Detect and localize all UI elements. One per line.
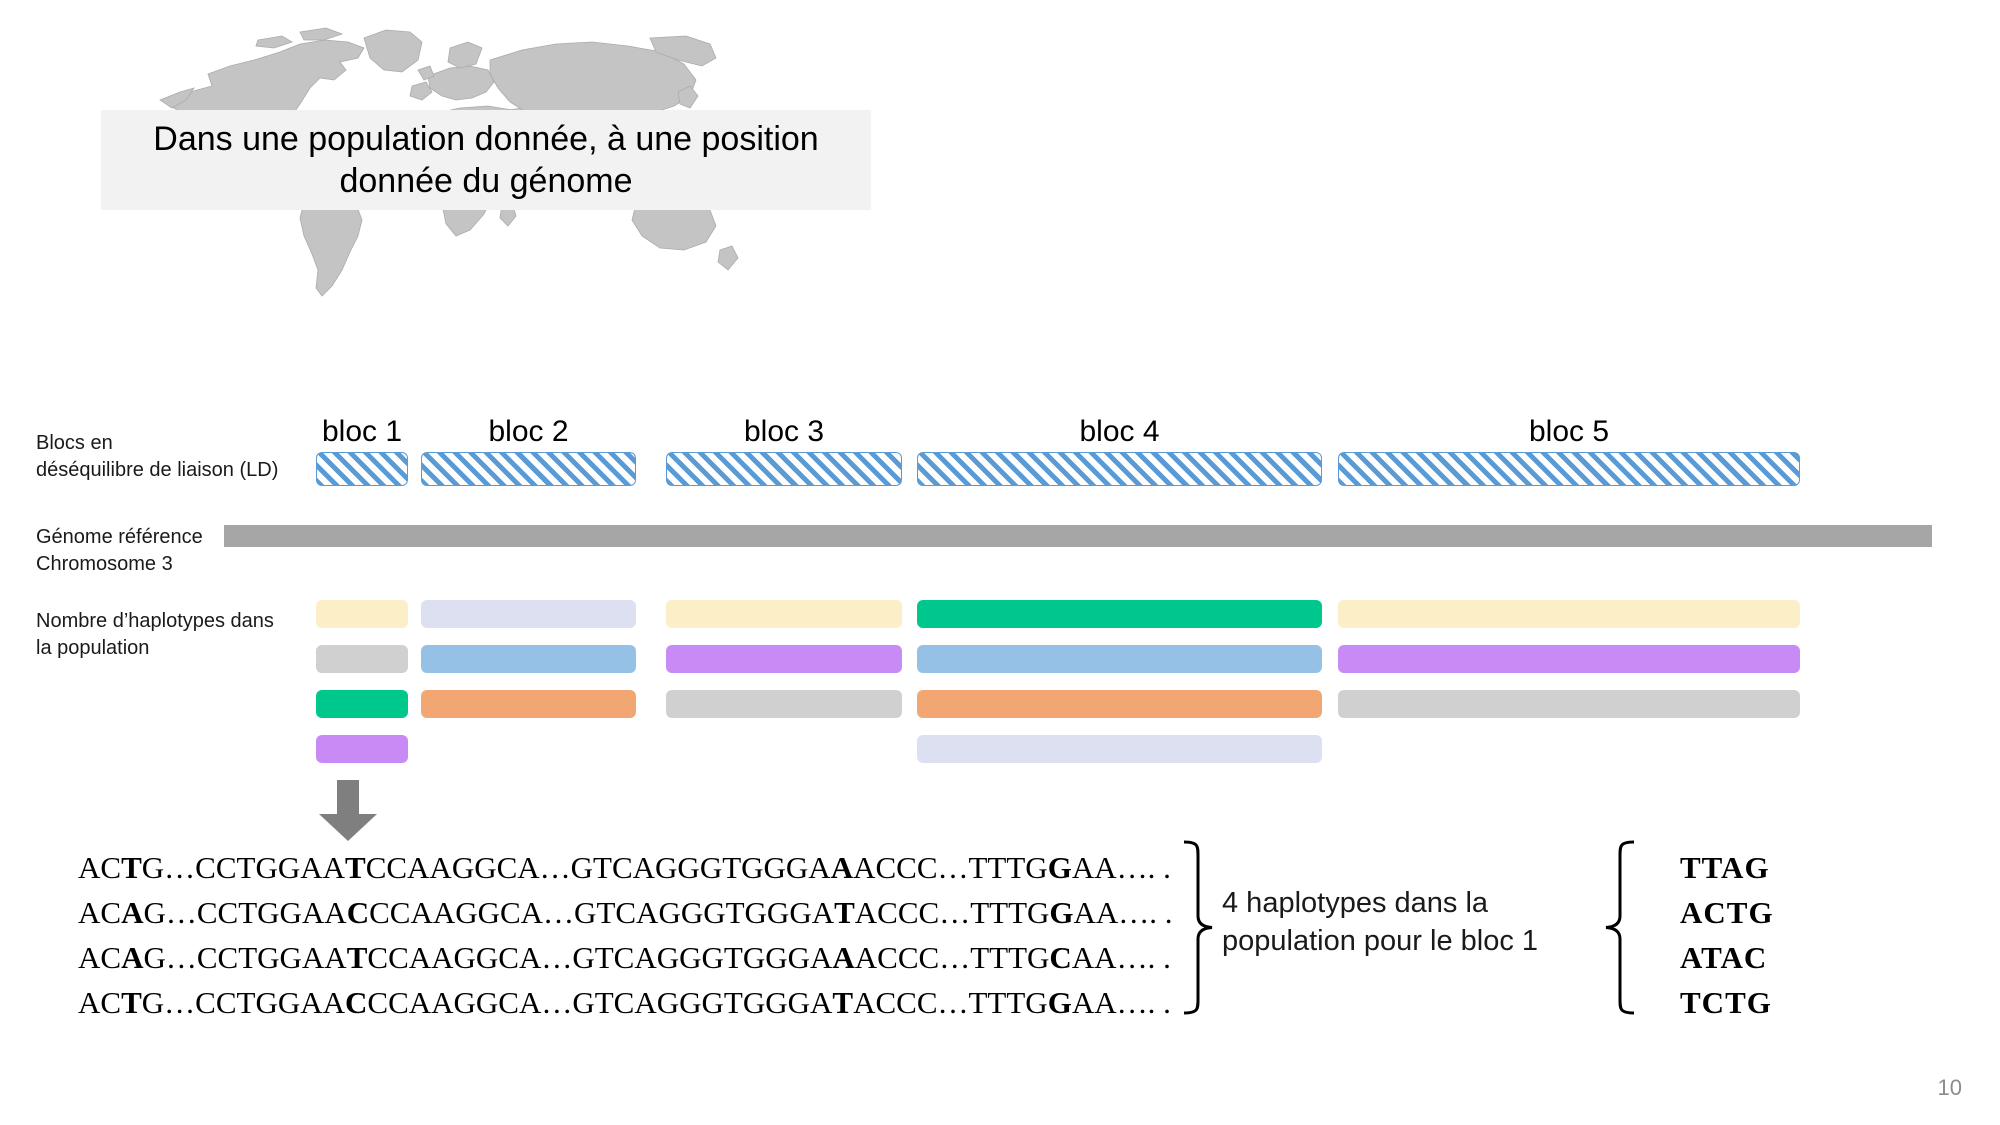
haplotype-bar-b4-r1 — [917, 600, 1322, 628]
sequence-text: CCAAGGCA…GTCAGGGTGGGA — [369, 895, 835, 930]
label-reference-genome: Génome référence Chromosome 3 — [36, 526, 203, 575]
haplotype-code-3: ATAC — [1680, 940, 1768, 975]
down-arrow-icon — [318, 780, 378, 842]
sequence-text: G…CCTGGAA — [143, 940, 347, 975]
haplotype-bar-b2-r2 — [421, 645, 636, 673]
sequence-text: ACCC…TTTG — [853, 850, 1048, 885]
haplotype-bar-b3-r2 — [666, 645, 902, 673]
sequence-text: AA…. . — [1073, 895, 1173, 930]
ld-block-1 — [316, 452, 408, 486]
sequence-text: AC — [78, 850, 122, 885]
sequence-text: CCAAGGCA…GTCAGGGTGGGA — [367, 940, 833, 975]
snp-allele: T — [121, 850, 142, 885]
haplotype-codes: TTAG ACTG ATAC TCTG — [1680, 845, 1774, 1025]
haplotype-bar-b5-r3 — [1338, 690, 1800, 718]
snp-allele: T — [832, 985, 854, 1020]
haplotype-bar-b3-r3 — [666, 690, 902, 718]
sequence-lines: ACTG…CCTGGAATCCAAGGCA…GTCAGGGTGGGAAACCC…… — [78, 845, 1173, 1025]
banner: Dans une population donnée, à une positi… — [101, 110, 871, 210]
sequence-line-1: ACTG…CCTGGAATCCAAGGCA…GTCAGGGTGGGAAACCC…… — [78, 845, 1173, 890]
haplotype-bar-b4-r2 — [917, 645, 1322, 673]
bloc-label-2: bloc 2 — [488, 415, 569, 448]
snp-allele: T — [346, 940, 368, 975]
haplotype-bar-b1-r4 — [316, 735, 408, 763]
sequence-line-2: ACAG…CCTGGAACCCAAGGCA…GTCAGGGTGGGATACCC…… — [78, 890, 1173, 935]
haplotype-bar-b1-r2 — [316, 645, 408, 673]
left-curly-brace — [1178, 840, 1218, 1015]
snp-allele: C — [345, 985, 368, 1020]
snp-allele: G — [1047, 985, 1072, 1020]
snp-allele: T — [121, 985, 142, 1020]
sequence-text: ACCC…TTTG — [854, 940, 1050, 975]
ld-block-3 — [666, 452, 902, 486]
bloc-label-1: bloc 1 — [321, 415, 403, 448]
haplotype-code-1: TTAG — [1680, 850, 1770, 885]
haplotype-code-4: TCTG — [1680, 985, 1772, 1020]
ld-block-2 — [421, 452, 636, 486]
snp-allele: A — [121, 940, 144, 975]
snp-allele: T — [345, 850, 366, 885]
sequence-text: G…CCTGGAA — [141, 850, 345, 885]
ld-block-5 — [1338, 452, 1800, 486]
haplotype-bar-b3-r1 — [666, 600, 902, 628]
sequence-text: ACCC…TTTG — [854, 895, 1050, 930]
snp-allele: C — [346, 895, 370, 930]
snp-allele: T — [834, 895, 855, 930]
sequence-text: G…CCTGGAA — [141, 985, 345, 1020]
reference-genome-bar — [224, 525, 1932, 547]
haplotype-bar-b5-r2 — [1338, 645, 1800, 673]
snp-allele: A — [832, 940, 855, 975]
haplotype-bar-b4-r3 — [917, 690, 1322, 718]
sequence-line-3: ACAG…CCTGGAATCCAAGGCA…GTCAGGGTGGGAAACCC…… — [78, 935, 1173, 980]
sequence-text: AA…. . — [1071, 850, 1171, 885]
sequence-text: AA…. . — [1071, 940, 1171, 975]
haplotype-bar-b4-r4 — [917, 735, 1322, 763]
label-haplotype-count: Nombre d’haplotypes dans la population — [36, 610, 274, 659]
sequence-text: G…CCTGGAA — [143, 895, 347, 930]
label-ld-blocks: Blocs en déséquilibre de liaison (LD) — [36, 432, 279, 481]
right-curly-brace — [1600, 840, 1640, 1015]
sequence-text: ACCC…TTTG — [853, 985, 1048, 1020]
sequence-text: CCAAGGCA…GTCAGGGTGGGA — [365, 850, 831, 885]
haplotype-bar-b5-r1 — [1338, 600, 1800, 628]
sequence-text: AC — [78, 985, 122, 1020]
snp-allele: A — [830, 850, 854, 885]
haplotype-bar-b2-r3 — [421, 690, 636, 718]
sequence-text: AC — [78, 895, 122, 930]
sequence-text: AC — [78, 940, 122, 975]
banner-title: Dans une population donnée, à une positi… — [153, 119, 819, 201]
sequence-text: AA…. . — [1071, 985, 1171, 1020]
haplotype-bar-b2-r1 — [421, 600, 636, 628]
ld-block-4 — [917, 452, 1322, 486]
haplotype-bar-b1-r1 — [316, 600, 408, 628]
haplotype-code-2: ACTG — [1680, 895, 1774, 930]
bloc-label-4: bloc 4 — [1079, 415, 1160, 448]
slide-number: 10 — [1937, 1075, 1962, 1100]
snp-allele: C — [1049, 940, 1072, 975]
snp-allele: G — [1049, 895, 1074, 930]
haplotype-bar-b1-r3 — [316, 690, 408, 718]
snp-allele: A — [121, 895, 144, 930]
sequence-text: CCAAGGCA…GTCAGGGTGGGA — [367, 985, 833, 1020]
sequence-line-4: ACTG…CCTGGAACCCAAGGCA…GTCAGGGTGGGATACCC…… — [78, 980, 1173, 1025]
bloc-label-3: bloc 3 — [743, 415, 825, 448]
caption-haplotype-count: 4 haplotypes dans la population pour le … — [1222, 887, 1539, 957]
snp-allele: G — [1047, 850, 1072, 885]
bloc-label-5: bloc 5 — [1528, 415, 1610, 448]
